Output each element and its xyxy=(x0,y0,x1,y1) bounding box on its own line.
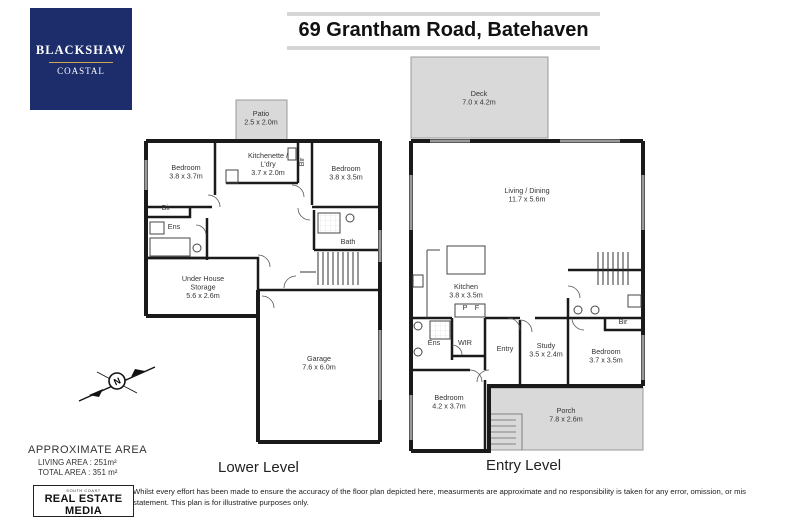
disclaimer: Whilst every effort has been made to ens… xyxy=(133,487,747,507)
brand-name: BLACKSHAW xyxy=(35,42,127,57)
lower-basin xyxy=(192,243,202,253)
entry-toilet xyxy=(413,321,423,331)
lower-room-label: Ens xyxy=(168,222,181,231)
lower-storage-top xyxy=(146,256,380,292)
brand-sub: COASTAL xyxy=(57,65,105,76)
lower-bath-tub xyxy=(149,237,191,257)
entry-level-label: Entry Level xyxy=(486,457,562,474)
entry-level-plan xyxy=(409,56,645,453)
entry-room-label: WIR xyxy=(458,338,472,347)
lower-level-plan xyxy=(144,99,382,444)
lower-stairs xyxy=(300,252,359,285)
lower-door-1 xyxy=(207,194,221,208)
lower-door-4 xyxy=(257,254,271,268)
entry-vanity-2 xyxy=(627,294,642,308)
lower-door-5 xyxy=(283,275,297,289)
entry-room-label: Bir xyxy=(619,317,628,326)
rem-logo: SOUTH COAST REAL ESTATE MEDIA xyxy=(33,485,134,517)
lower-room-label: Bir xyxy=(297,157,306,166)
lower-sink xyxy=(287,147,297,161)
entry-room-label: P xyxy=(463,303,468,312)
area-total: TOTAL AREA : 351 m² xyxy=(38,468,118,477)
lower-ens-vanity xyxy=(149,221,165,235)
entry-basin-2 xyxy=(573,305,583,315)
entry-door-6 xyxy=(451,344,463,356)
entry-door-2 xyxy=(519,319,533,333)
entry-deck xyxy=(410,56,549,139)
lower-room-label: Bath xyxy=(341,237,356,246)
rem-logo-small: SOUTH COAST xyxy=(66,488,101,493)
lower-toilet xyxy=(345,213,355,223)
brand-logo: BLACKSHAW COASTAL xyxy=(30,8,132,110)
entry-porch xyxy=(488,387,644,451)
lower-kitchen-bench xyxy=(225,169,239,184)
entry-stairs xyxy=(597,252,629,285)
entry-toilet-2 xyxy=(590,305,600,315)
brand-divider xyxy=(49,61,113,63)
lower-patio xyxy=(235,99,288,141)
compass-north-label: N xyxy=(112,376,122,388)
entry-door-4 xyxy=(567,285,581,299)
lower-room-label: Bir xyxy=(162,203,171,212)
entry-outer-wall-bottom xyxy=(411,384,643,453)
lower-level-label: Lower Level xyxy=(218,459,299,476)
entry-door-3 xyxy=(469,369,483,383)
lower-door-7 xyxy=(195,224,207,236)
area-living: LIVING AREA : 251m² xyxy=(38,458,117,467)
entry-bir-box xyxy=(603,318,643,332)
compass: N xyxy=(78,366,156,402)
entry-room-label: F xyxy=(475,303,480,312)
entry-stove xyxy=(412,274,424,288)
page-title: 69 Grantham Road, Batehaven xyxy=(298,19,589,41)
entry-basin xyxy=(413,347,423,357)
rem-logo-big: REAL ESTATE MEDIA xyxy=(44,493,123,517)
entry-door-5 xyxy=(571,317,585,331)
entry-door-7 xyxy=(476,369,490,383)
entry-porch-steps xyxy=(491,413,523,450)
title-block: 69 Grantham Road, Batehaven xyxy=(287,12,600,50)
area-title: APPROXIMATE AREA xyxy=(28,444,148,456)
entry-shower xyxy=(429,320,451,340)
entry-door-1 xyxy=(507,317,521,331)
lower-door-2 xyxy=(291,184,305,198)
entry-island xyxy=(446,245,486,275)
entry-room-label: Entry xyxy=(497,344,514,353)
entry-pantry-box xyxy=(454,303,486,318)
lower-shower xyxy=(317,212,341,234)
lower-bir-left-box xyxy=(146,207,192,219)
entry-room-label: Ens xyxy=(428,338,441,347)
title-bar-bottom xyxy=(287,46,600,50)
lower-door-3 xyxy=(297,207,311,221)
title-bar-top xyxy=(287,12,600,16)
entry-kitchen-bench xyxy=(426,249,440,318)
lower-door-6 xyxy=(261,295,275,309)
